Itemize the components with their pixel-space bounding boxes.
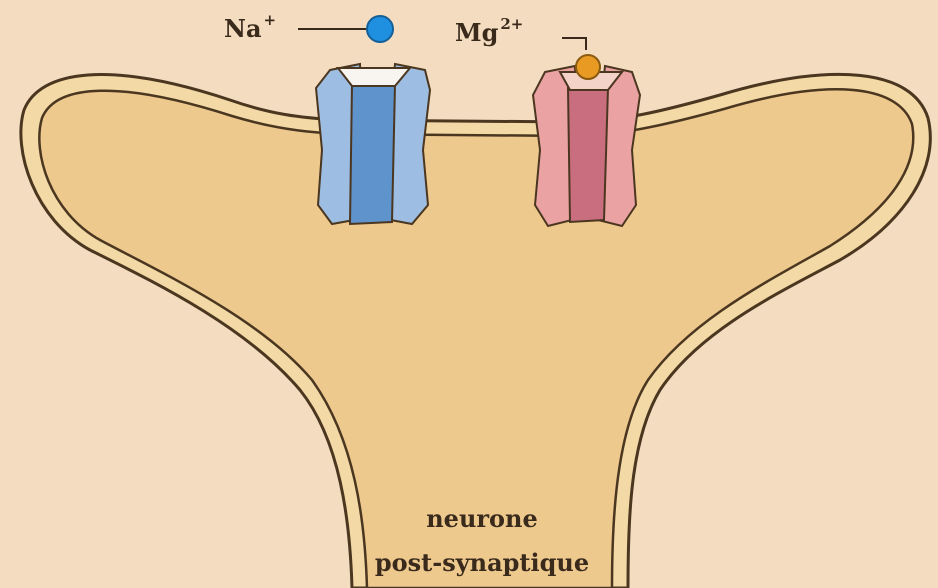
neuron-label-line2: post-synaptique — [332, 548, 632, 577]
magnesium-channel — [533, 66, 640, 226]
sodium-ion-label: Na+ — [224, 14, 276, 43]
sodium-ion-charge: + — [264, 11, 277, 29]
neuron-label-line1: neurone — [332, 504, 632, 533]
sodium-channel — [316, 64, 430, 224]
magnesium-ion-leader — [562, 38, 586, 50]
sodium-ion-symbol: Na — [224, 14, 262, 43]
magnesium-ion-icon — [576, 55, 600, 79]
magnesium-ion-charge: 2+ — [500, 15, 523, 33]
sodium-ion-icon — [367, 16, 393, 42]
magnesium-ion-symbol: Mg — [455, 18, 498, 47]
